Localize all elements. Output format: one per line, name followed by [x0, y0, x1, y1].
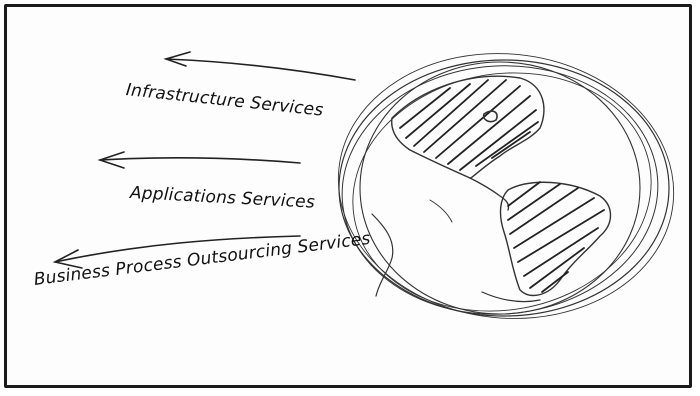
globe-icon — [337, 53, 675, 319]
diagram-frame — [4, 4, 692, 388]
left-arrow-icon — [163, 51, 356, 81]
left-arrow-icon — [52, 235, 301, 269]
left-arrow-icon — [97, 151, 301, 169]
